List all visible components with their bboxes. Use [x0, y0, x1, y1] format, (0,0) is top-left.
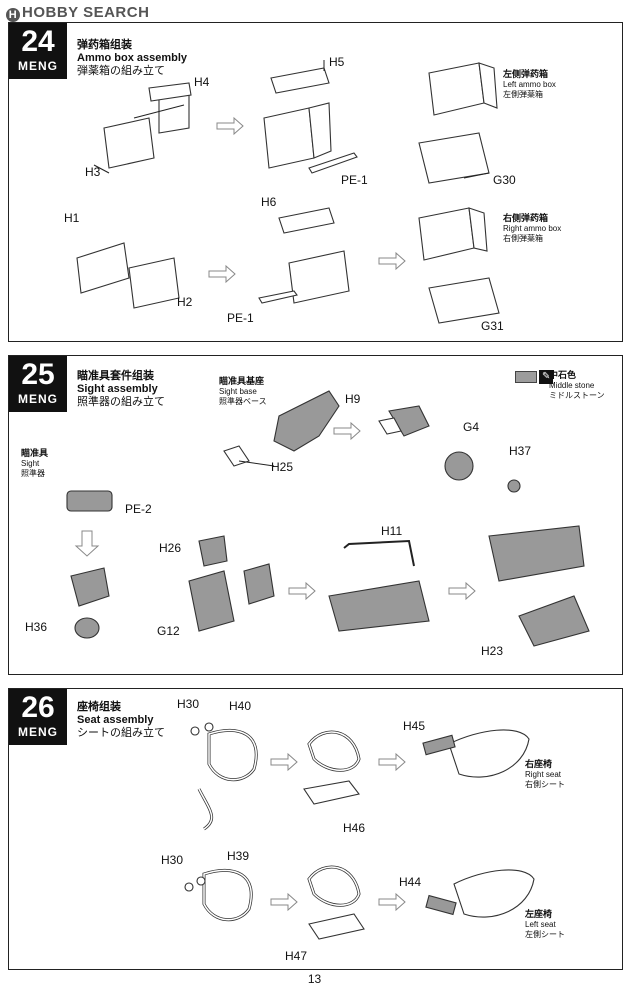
step-26-illustrations [184, 722, 535, 940]
paint-legend: ✎ [515, 370, 554, 384]
part-label: H47 [285, 949, 308, 963]
part-label: H30 [177, 697, 200, 711]
right-seat-note: 右座椅 Right seat 右側シート [525, 759, 565, 789]
part-label: H25 [271, 460, 294, 474]
part-label: H4 [194, 75, 210, 89]
left-ammo-box [418, 62, 498, 184]
brand-label: MENG [18, 725, 58, 739]
part-label: H6 [261, 195, 277, 209]
sight-base-assembly [378, 405, 521, 493]
right-ammo-box-note: 右侧弹药箱 Right ammo box 右側弾薬箱 [503, 213, 562, 243]
sight-note: 瞄准具 Sight 照準器 [21, 448, 49, 478]
seat-frame-assembly-left [307, 865, 365, 940]
part-label: PE-2 [125, 502, 152, 516]
sight-final [488, 525, 590, 647]
part-label: G4 [463, 420, 480, 434]
part-label: H30 [161, 853, 184, 867]
part-label: H23 [481, 644, 504, 658]
part-label: H9 [345, 392, 361, 406]
paint-swatch [515, 371, 537, 383]
ammo-box-parts-3 [76, 242, 180, 309]
step-number: 25 [21, 358, 55, 391]
step-24-illustrations [76, 60, 500, 324]
part-label: PE-1 [341, 173, 368, 187]
step-badge: 25 MENG [9, 356, 67, 412]
step-25-illustrations [66, 390, 590, 647]
part-label: G12 [157, 624, 180, 638]
ammo-box-assembly-4 [258, 207, 350, 304]
part-label: H37 [509, 444, 532, 458]
part-label: H44 [399, 875, 422, 889]
part-label: H46 [343, 821, 366, 835]
part-label: H36 [25, 620, 48, 634]
right-seat [422, 729, 530, 778]
part-label: H1 [64, 211, 80, 225]
part-label: G31 [481, 319, 504, 333]
sight-base-note: 瞄准具基座 Sight base 照準器ベース [219, 376, 267, 406]
step-number: 26 [21, 691, 55, 724]
step-badge: 26 MENG [9, 689, 67, 745]
left-ammo-box-note: 左侧弹药箱 Left ammo box 左側弾薬箱 [503, 69, 556, 99]
hobby-icon: H [6, 8, 20, 22]
part-label: H45 [403, 719, 426, 733]
part-label: H39 [227, 849, 250, 863]
brand-label: MENG [18, 392, 58, 406]
page-number: 13 [307, 972, 322, 986]
seat-frame-parts-right [190, 722, 258, 831]
part-label: H40 [229, 699, 252, 713]
brand-label: MENG [18, 59, 58, 73]
part-label: H26 [159, 541, 182, 555]
sight-parts [66, 490, 113, 639]
sight-assembly-2 [328, 539, 430, 632]
paint-brush-icon: ✎ [539, 370, 554, 384]
ammo-box-parts-1 [93, 82, 192, 174]
step-25-panel: 25 MENG 瞄准具套件组装 Sight assembly 照準器の組み立て [8, 355, 623, 675]
step-title: 弹药箱组装 Ammo box assembly 弾薬箱の組み立て [77, 39, 188, 77]
step-badge: 24 MENG [9, 23, 67, 79]
seat-frame-assembly-right [303, 730, 361, 805]
part-label: H2 [177, 295, 193, 309]
part-label: H3 [85, 165, 101, 179]
left-seat-note: 左座椅 Left seat 左側シート [525, 909, 565, 939]
seat-frame-parts-left [184, 868, 253, 922]
left-seat [425, 869, 535, 918]
paint-label: 中石色 Middle stone ミドルストーン [549, 370, 605, 400]
step-number: 24 [21, 25, 55, 58]
part-label: PE-1 [227, 311, 254, 325]
step-24-panel: 24 MENG 弹药箱组装 Ammo box assembly 弾薬箱の組み立て [8, 22, 623, 342]
step-title: 瞄准具套件组装 Sight assembly 照準器の組み立て [77, 370, 165, 408]
part-label: H11 [381, 524, 403, 538]
right-ammo-box [418, 207, 500, 324]
sight-assembly-1 [188, 535, 275, 632]
step-26-panel: 26 MENG 座椅组装 Seat assembly シートの組み立て [8, 688, 623, 970]
step-title: 座椅组装 Seat assembly シートの組み立て [77, 701, 165, 739]
sight-base-parts [223, 390, 340, 467]
part-label: H5 [329, 55, 345, 69]
part-label: G30 [493, 173, 516, 187]
ammo-box-assembly-2 [263, 60, 358, 174]
